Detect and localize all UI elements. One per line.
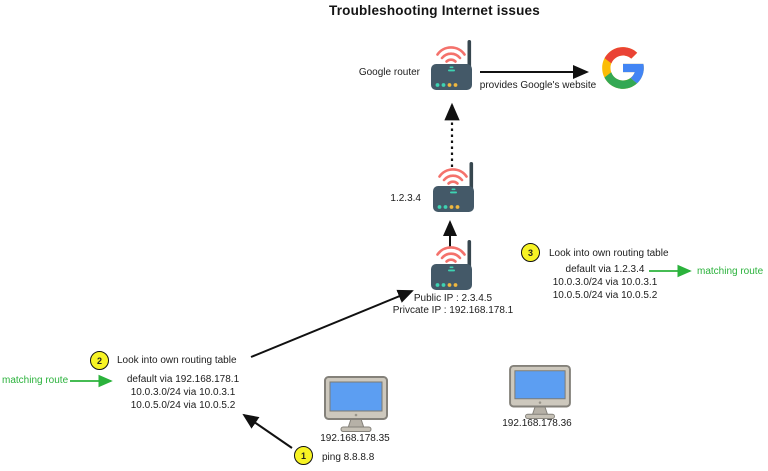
computer-right-icon bbox=[505, 364, 575, 420]
google-logo-icon bbox=[598, 43, 648, 93]
arrow-step1-to-routing-table bbox=[242, 413, 293, 449]
page-title: Troubleshooting Internet issues bbox=[329, 3, 540, 18]
routing-table-right: default via 1.2.3.4 10.0.3.0/24 via 10.0… bbox=[540, 263, 670, 302]
provides-website-label: provides Google's website bbox=[479, 80, 597, 91]
step-1-badge: 1 bbox=[294, 446, 313, 465]
routing-table-right-row: 10.0.3.0/24 via 10.0.3.1 bbox=[552, 277, 658, 288]
home-router-icon bbox=[424, 236, 484, 294]
step-2-badge: 2 bbox=[90, 351, 109, 370]
routing-table-left: default via 192.168.178.1 10.0.3.0/24 vi… bbox=[116, 373, 250, 412]
google-router-label: Google router bbox=[358, 67, 420, 78]
routing-table-right-row: default via 1.2.3.4 bbox=[565, 264, 645, 275]
home-router-public-ip: Public IP : 2.3.4.5 bbox=[413, 293, 493, 304]
matching-route-label-left: matching route bbox=[2, 375, 69, 386]
isp-router-label: 1.2.3.4 bbox=[390, 193, 421, 204]
step-3-number: 3 bbox=[527, 247, 533, 258]
step-3-badge: 3 bbox=[521, 243, 540, 262]
matching-route-label-right: matching route bbox=[697, 266, 764, 277]
routing-table-left-row: 10.0.3.0/24 via 10.0.3.1 bbox=[130, 387, 236, 398]
step-1-number: 1 bbox=[300, 450, 306, 461]
step-2-number: 2 bbox=[96, 355, 102, 366]
step-3-label: Look into own routing table bbox=[549, 248, 669, 259]
step-2-label: Look into own routing table bbox=[117, 355, 237, 366]
step-1-label: ping 8.8.8.8 bbox=[322, 452, 375, 463]
computer-right-ip: 192.168.178.36 bbox=[502, 418, 572, 429]
routing-table-left-row: 10.0.5.0/24 via 10.0.5.2 bbox=[130, 400, 236, 411]
home-router-private-ip: Privcate IP : 192.168.178.1 bbox=[392, 305, 514, 316]
isp-router-icon bbox=[426, 158, 486, 216]
routing-table-left-row: default via 192.168.178.1 bbox=[126, 374, 240, 385]
routing-table-right-row: 10.0.5.0/24 via 10.0.5.2 bbox=[552, 290, 658, 301]
computer-left-icon bbox=[320, 375, 392, 433]
computer-left-ip: 192.168.178.35 bbox=[320, 433, 390, 444]
